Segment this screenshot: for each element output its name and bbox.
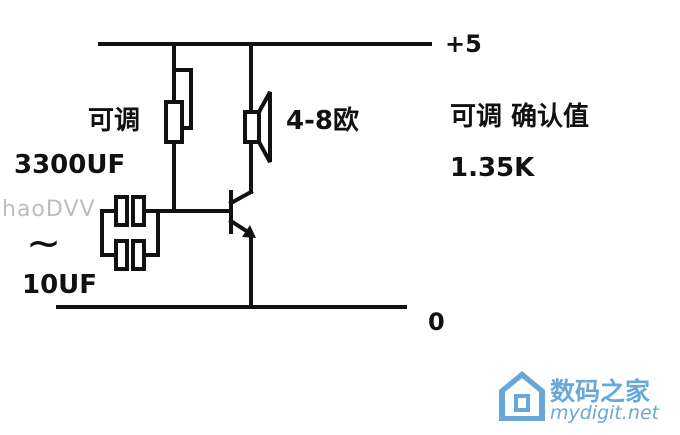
transistor-collector (228, 189, 254, 206)
ac-source-symbol: ~ (26, 218, 62, 267)
bias-resistor (164, 100, 184, 144)
emitter-arrow (242, 225, 256, 238)
brand-name: 数码之家 (550, 377, 651, 406)
speaker-cone (257, 91, 272, 163)
ground-label: 0 (428, 308, 445, 336)
brand-url: mydigit.net (550, 402, 660, 424)
bias-resistor-label: 可调 (88, 106, 141, 136)
speaker-label: 4-8欧 (286, 106, 359, 136)
cap-main-plate-right (131, 195, 146, 227)
speaker-coil (243, 110, 261, 144)
brand-logo-icon (499, 371, 545, 421)
cap-small-plate-left (114, 239, 129, 271)
cap-main-label: 3300UF (14, 150, 126, 180)
vcc-label: +5 (445, 30, 482, 58)
cap-main-plate-left (114, 195, 129, 227)
watermark-text: haoDVV (2, 197, 96, 222)
cap-small-label: 10UF (22, 270, 98, 300)
resistor-wiper (172, 68, 193, 130)
resistance-value-label: 1.35K (450, 153, 535, 183)
adjust-note-label: 可调 确认值 (450, 102, 590, 132)
